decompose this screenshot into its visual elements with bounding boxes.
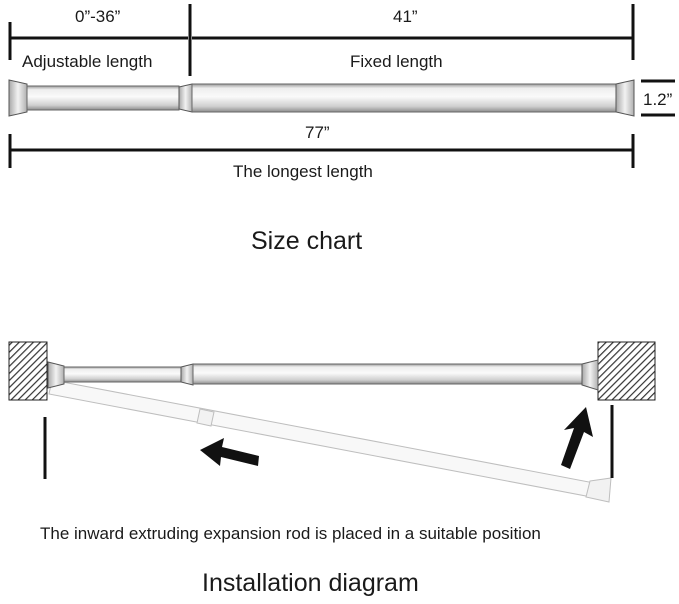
adjustable-range-value: 0”-36” <box>75 7 121 26</box>
rod-installed-cap-left <box>47 361 65 389</box>
arrow-up-icon <box>561 407 593 469</box>
arrow-left-icon <box>200 438 259 466</box>
wall-block-left <box>8 341 48 401</box>
total-length-value: 77” <box>305 123 330 142</box>
rod-end-cap-left <box>8 79 28 117</box>
rod-joint <box>178 83 193 113</box>
installation-diagram-title: Installation diagram <box>202 569 419 597</box>
diameter-marker <box>641 79 675 117</box>
total-length-label: The longest length <box>233 162 373 181</box>
total-dimension-line <box>8 134 635 168</box>
wall-block-right <box>597 341 656 401</box>
adjustable-length-label: Adjustable length <box>22 52 153 71</box>
rod-ghost-tilted <box>48 379 612 503</box>
rod-installed <box>47 359 599 391</box>
size-chart-title: Size chart <box>251 227 363 255</box>
fixed-length-value: 41” <box>393 7 418 26</box>
rod-installed-cap-right <box>581 359 599 391</box>
rod-size-chart <box>8 79 635 117</box>
fixed-length-label: Fixed length <box>350 52 443 71</box>
rod-fixed-section <box>191 83 617 113</box>
diameter-value: 1.2” <box>643 90 673 109</box>
installation-note: The inward extruding expansion rod is pl… <box>40 524 541 543</box>
rod-end-cap-right <box>615 79 635 117</box>
rod-adjustable-section <box>26 85 180 111</box>
top-dimension-lines <box>8 4 635 76</box>
guide-lines <box>43 405 614 479</box>
